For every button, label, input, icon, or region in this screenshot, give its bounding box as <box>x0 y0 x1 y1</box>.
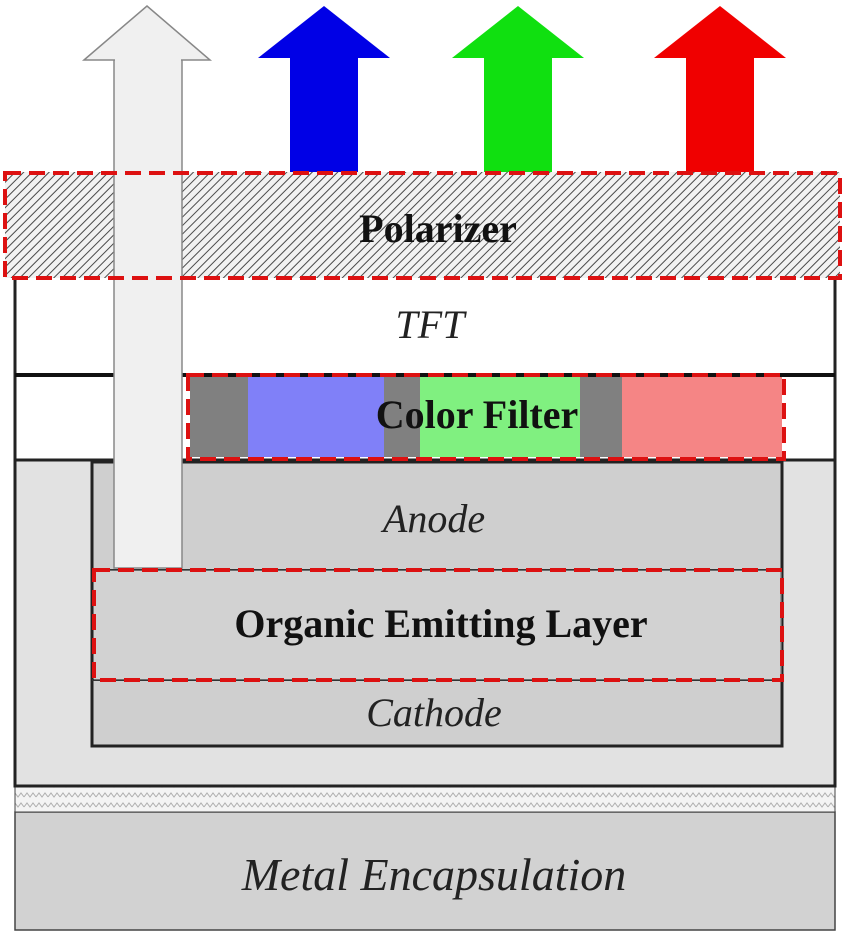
encapsulation-gap-layer <box>14 785 836 813</box>
metal-encapsulation-label: Metal Encapsulation <box>241 849 627 900</box>
green-filter <box>420 377 580 457</box>
color-filter-label: Color Filter <box>376 392 579 437</box>
red-filter <box>622 377 782 457</box>
blue-filter <box>248 377 384 457</box>
black-matrix-3 <box>580 377 622 457</box>
white-light-shaft-cover <box>115 57 181 63</box>
metal-encapsulation-layer <box>14 811 836 931</box>
anode-label: Anode <box>380 496 485 541</box>
polarizer-outline <box>3 171 842 280</box>
black-matrix-1 <box>190 377 248 457</box>
black-matrix-2 <box>384 377 420 457</box>
color-filter-group <box>190 377 782 457</box>
tft-label: TFT <box>396 302 468 347</box>
color-filter-outline <box>186 373 786 461</box>
organic-emitting-layer-label: Organic Emitting Layer <box>234 601 647 646</box>
cathode-label: Cathode <box>366 690 502 735</box>
polarizer-label: Polarizer <box>359 206 517 251</box>
white-light-arrow-head <box>81 5 213 61</box>
red-light-arrow <box>654 6 786 172</box>
emitting-layer-outline <box>92 568 784 682</box>
white-light-shaft <box>113 57 183 569</box>
green-light-arrow <box>452 6 584 172</box>
blue-light-arrow <box>258 6 390 172</box>
